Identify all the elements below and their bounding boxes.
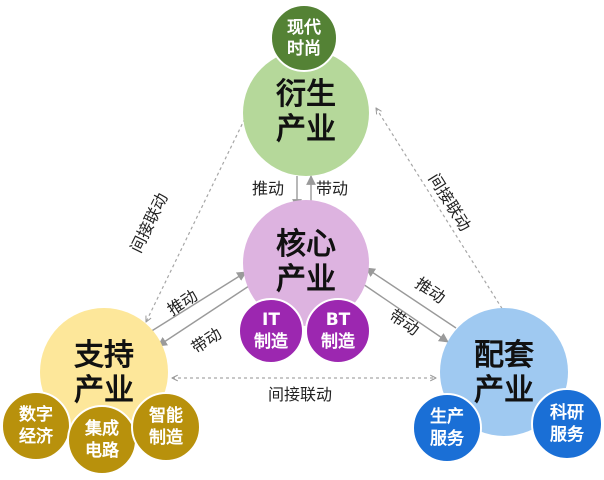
- bt-manufacturing-line2: 制造: [321, 331, 356, 352]
- label-drive-support-core: 推动: [164, 286, 201, 319]
- node-core-industry: [243, 200, 369, 326]
- sub-node-digital-economy: [1, 391, 71, 461]
- arrow-core-to-matching: [359, 281, 449, 343]
- node-derivative-industry: [243, 50, 369, 176]
- sub-node-modern-fashion: [270, 4, 338, 72]
- label-lead-core-derivative: 带动: [316, 179, 348, 198]
- digital-economy-line2: 经济: [19, 426, 54, 447]
- integrated-circuit-line2: 电路: [85, 440, 120, 461]
- core-label-line1: 核心: [276, 227, 336, 262]
- it-manufacturing-line1: IT: [262, 310, 280, 330]
- label-lead-core-matching: 带动: [386, 306, 423, 340]
- sub-node-bt-manufacturing: [305, 298, 371, 364]
- smart-manufacturing-line2: 制造: [149, 427, 184, 448]
- label-indirect-derivative-support: 间接联动: [127, 190, 172, 256]
- modern-fashion-line2: 时尚: [287, 38, 321, 59]
- support-label-line1: 支持: [74, 338, 134, 373]
- tech-service-line2: 服务: [550, 424, 585, 445]
- modern-fashion-line1: 现代: [287, 17, 321, 38]
- core-label-line2: 产业: [276, 262, 336, 297]
- sub-node-tech-service: [531, 388, 603, 460]
- label-lead-core-support: 带动: [188, 324, 225, 357]
- tech-service-line1: 科研: [550, 402, 584, 423]
- digital-economy-line1: 数字: [19, 404, 53, 425]
- smart-manufacturing-line1: 智能: [149, 405, 183, 426]
- derivative-label-line1: 衍生: [276, 77, 336, 112]
- indirect-link-derivative-support: [146, 108, 250, 322]
- sub-node-integrated-circuit: [67, 405, 137, 475]
- matching-label-line1: 配套: [474, 338, 534, 373]
- arrow-support-to-core: [149, 271, 247, 333]
- matching-label-line2: 产业: [474, 373, 534, 408]
- label-drive-derivative-core: 推动: [252, 179, 284, 198]
- derivative-label-line2: 产业: [276, 112, 336, 147]
- support-label-line2: 产业: [74, 373, 134, 408]
- integrated-circuit-line1: 集成: [84, 418, 119, 439]
- bt-manufacturing-line1: BT: [326, 310, 351, 330]
- sub-node-it-manufacturing: [238, 298, 304, 364]
- sub-node-smart-manufacturing: [131, 392, 201, 462]
- label-indirect-support-matching: 间接联动: [268, 385, 332, 404]
- node-support-industry: [40, 308, 168, 436]
- arrow-matching-to-core: [365, 267, 457, 329]
- it-manufacturing-line2: 制造: [254, 331, 289, 352]
- sub-node-production-service: [412, 393, 482, 463]
- indirect-link-derivative-matching: [376, 108, 508, 318]
- production-service-line2: 服务: [430, 428, 465, 449]
- arrow-core-to-support: [157, 283, 253, 347]
- production-service-line1: 生产: [430, 406, 464, 427]
